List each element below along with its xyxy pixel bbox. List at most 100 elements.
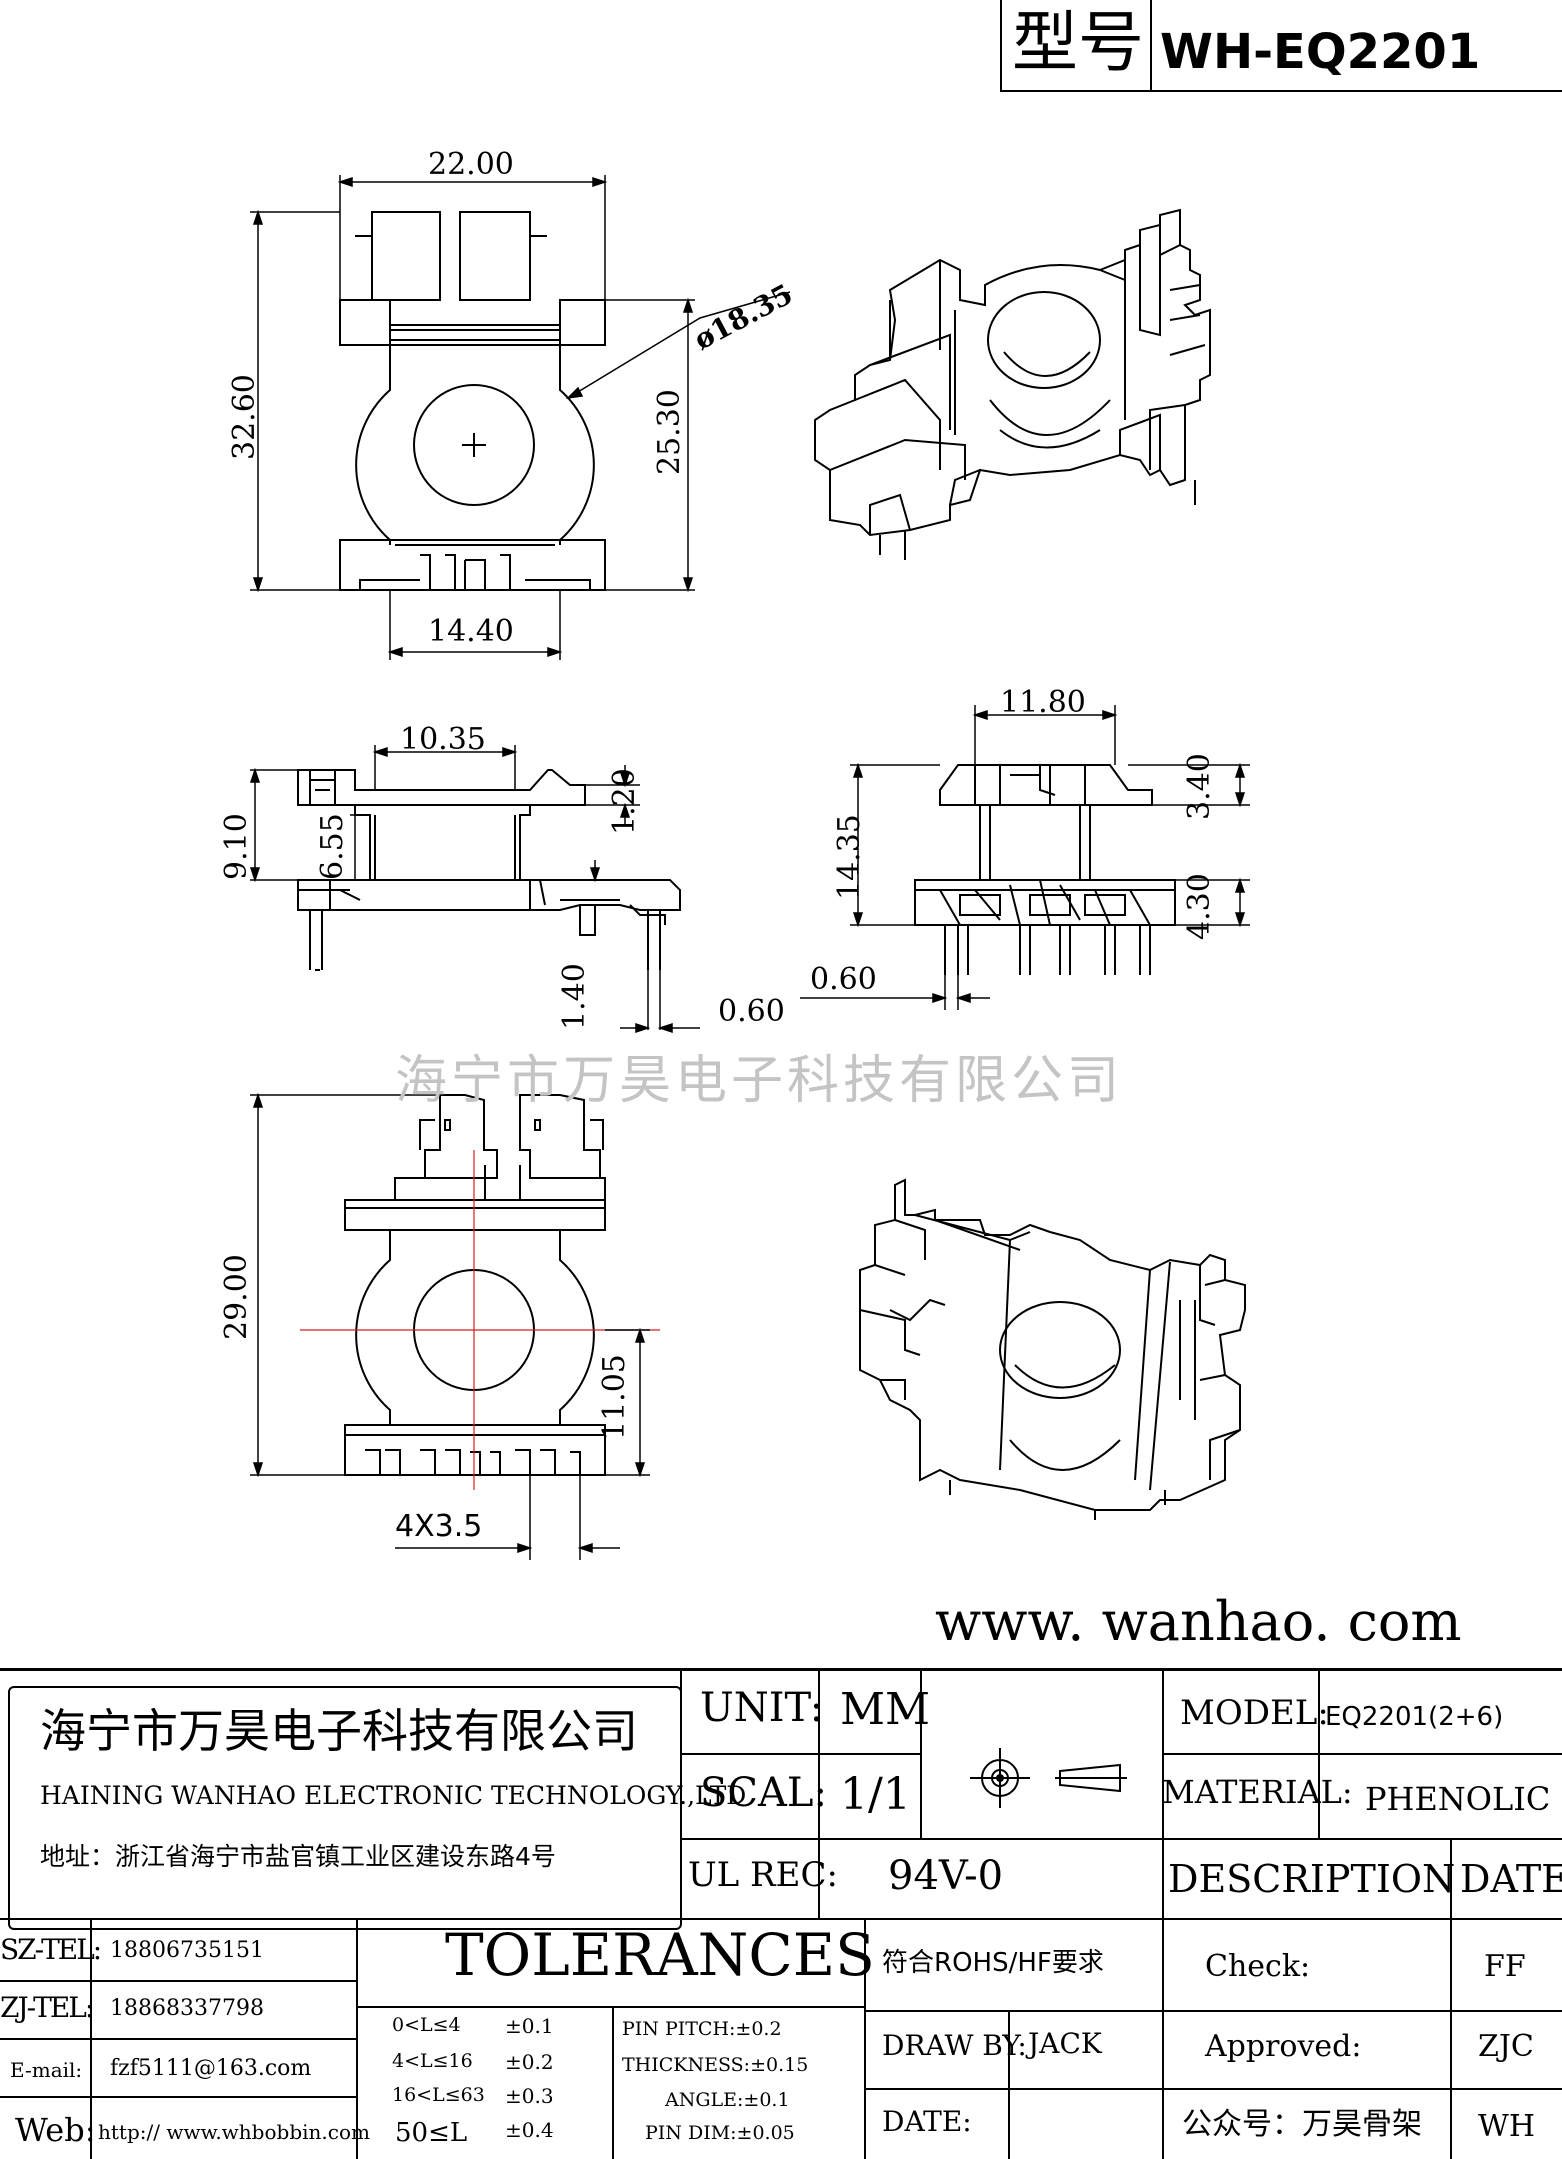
check-value: FF: [1484, 1949, 1526, 1984]
dim-side-left-h3: 1.20: [607, 768, 642, 835]
technical-drawing: [249, 175, 1250, 1560]
header-box-bottom: [1000, 90, 1562, 92]
contact-vline-2: [356, 1918, 358, 2159]
side-right-dimensions: [800, 705, 1250, 1010]
dim-bottom-height: 29.00: [219, 1254, 254, 1340]
dim-bottom-width: 14.40: [428, 614, 514, 649]
wechat-value: WH: [1478, 2109, 1535, 2144]
date-label: DATE: [1460, 1857, 1562, 1901]
side-view-right: [914, 764, 1176, 975]
tb-vline-6: [1450, 1838, 1452, 2159]
zj-tel-label: ZJ-TEL:: [0, 1991, 94, 2024]
email-value: fzf5111@163.com: [110, 2056, 312, 2081]
dim-height2-top: 25.30: [652, 389, 687, 475]
tol-value-2: ±0.3: [505, 2084, 554, 2108]
tb-vline-1: [680, 1668, 682, 1918]
pin-spec-1: THICKNESS:±0.15: [622, 2054, 809, 2076]
title-block: 海宁市万昊电子科技有限公司 HAINING WANHAO ELECTRONIC …: [0, 1668, 1562, 2159]
tb-top-border: [0, 1668, 1562, 1671]
drawby-vline: [1008, 2010, 1010, 2159]
tol-range-0: 0<L≤4: [392, 2014, 461, 2036]
tol-value-3: ±0.4: [505, 2118, 554, 2142]
description-label: DESCRIPTION: [1168, 1857, 1456, 1901]
zj-tel-value: 18868337798: [110, 1996, 264, 2021]
tol-range-2: 16<L≤63: [392, 2084, 485, 2106]
dim-side-left-h4: 1.40: [557, 963, 592, 1030]
wechat-label: 公众号：万昊骨架: [1182, 2107, 1422, 2142]
tol-range-3: 50≤L: [395, 2118, 468, 2148]
pin-spec-3: PIN DIM:±0.05: [645, 2122, 795, 2144]
tb-vline-2: [818, 1668, 820, 1918]
pin-spec-0: PIN PITCH:±0.2: [622, 2018, 782, 2040]
tolerances-hline: [356, 2006, 864, 2008]
ul-value: 94V-0: [888, 1853, 1004, 1899]
model-cn-label: 型号: [1012, 4, 1144, 81]
company-address: 地址：浙江省海宁市盐官镇工业区建设东路4号: [40, 1842, 556, 1871]
rohs-text: 符合ROHS/HF要求: [882, 1948, 1104, 1978]
tb-hline-scale: [680, 1838, 1562, 1840]
dim-side-right-top: 11.80: [1000, 685, 1086, 720]
web-label: Web:: [15, 2111, 96, 2149]
company-name-cn: 海宁市万昊电子科技有限公司: [40, 1704, 638, 1758]
email-label: E-mail:: [10, 2058, 83, 2082]
dim-width-top: 22.00: [428, 147, 514, 182]
tb-vline-3: [920, 1668, 922, 1838]
front-bottom-dimensions: [250, 1092, 650, 1560]
header-box-left: [1000, 0, 1002, 92]
dim-side-left-h1: 9.10: [219, 813, 254, 880]
dim-side-left-h2: 6.55: [315, 813, 350, 880]
isometric-view-top: [814, 208, 1211, 560]
scale-label: SCAL:: [700, 1770, 827, 1816]
contact-hline-2: [0, 2038, 356, 2040]
ul-label: UL REC:: [688, 1855, 838, 1895]
model-value: EQ2201(2+6): [1325, 1702, 1504, 1732]
sz-tel-value: 18806735151: [110, 1938, 264, 1963]
tb-vline-4: [1162, 1668, 1164, 2159]
model-label: MODEL:: [1180, 1693, 1329, 1733]
check-label: Check:: [1205, 1949, 1311, 1984]
web-value: http:// www.whbobbin.com: [98, 2120, 370, 2144]
tolerances-title: TOLERANCES: [445, 1921, 875, 1989]
front-top-view: [339, 211, 606, 591]
material-value: PHENOLIC: [1365, 1780, 1551, 1818]
tol-value-0: ±0.1: [505, 2014, 554, 2038]
projection-symbol: [970, 1748, 1127, 1808]
front-bottom-view: [344, 1094, 606, 1476]
dim-side-right-h1: 14.35: [832, 814, 867, 900]
tb-hline-desc: [1162, 1918, 1562, 1920]
approved-value: ZJC: [1478, 2029, 1534, 2064]
dim-side-right-h4: 0.60: [810, 962, 877, 997]
contact-hline-3: [0, 2096, 356, 2098]
date-row-label: DATE:: [882, 2105, 972, 2138]
dim-side-left-h5: 0.60: [718, 994, 785, 1029]
tb-hline-model: [1162, 1753, 1562, 1755]
tol-value-1: ±0.2: [505, 2050, 554, 2074]
rohs-vline: [864, 1918, 866, 2159]
pin-spec-2: ANGLE:±0.1: [665, 2089, 790, 2111]
dim-side-right-h3: 4.30: [1182, 873, 1217, 940]
sz-tel-label: SZ-TEL:: [0, 1933, 102, 1966]
model-code: WH-EQ2201: [1160, 24, 1481, 80]
tb-hline-unit: [680, 1753, 920, 1755]
dim-pin: 4X3.5: [395, 1509, 483, 1544]
draw-by-value: JACK: [1028, 2027, 1102, 2060]
dim-bottom-h2: 11.05: [597, 1354, 632, 1440]
dim-side-left-top: 10.35: [400, 722, 486, 757]
approved-label: Approved:: [1205, 2029, 1362, 2064]
side-left-dimensions: [249, 745, 700, 1034]
date-hline: [864, 2088, 1562, 2090]
isometric-view-bottom: [859, 1178, 1246, 1520]
watermark: 海宁市万昊电子科技有限公司: [395, 1051, 1124, 1111]
dim-side-right-h2: 3.40: [1182, 753, 1217, 820]
header-box-divider: [1150, 0, 1152, 92]
website-text: www. wanhao. com: [935, 1590, 1462, 1653]
dim-height-top: 32.60: [227, 374, 262, 460]
front-top-dimensions: [250, 175, 791, 660]
tb-hline-ul: [0, 1918, 1162, 1920]
scale-value: 1/1: [840, 1769, 911, 1820]
unit-label: UNIT:: [700, 1685, 824, 1731]
unit-value: MM: [840, 1684, 931, 1735]
draw-by-label: DRAW BY:: [882, 2029, 1027, 2062]
tol-range-1: 4<L≤16: [392, 2050, 473, 2072]
tolerances-vline: [612, 2006, 614, 2159]
